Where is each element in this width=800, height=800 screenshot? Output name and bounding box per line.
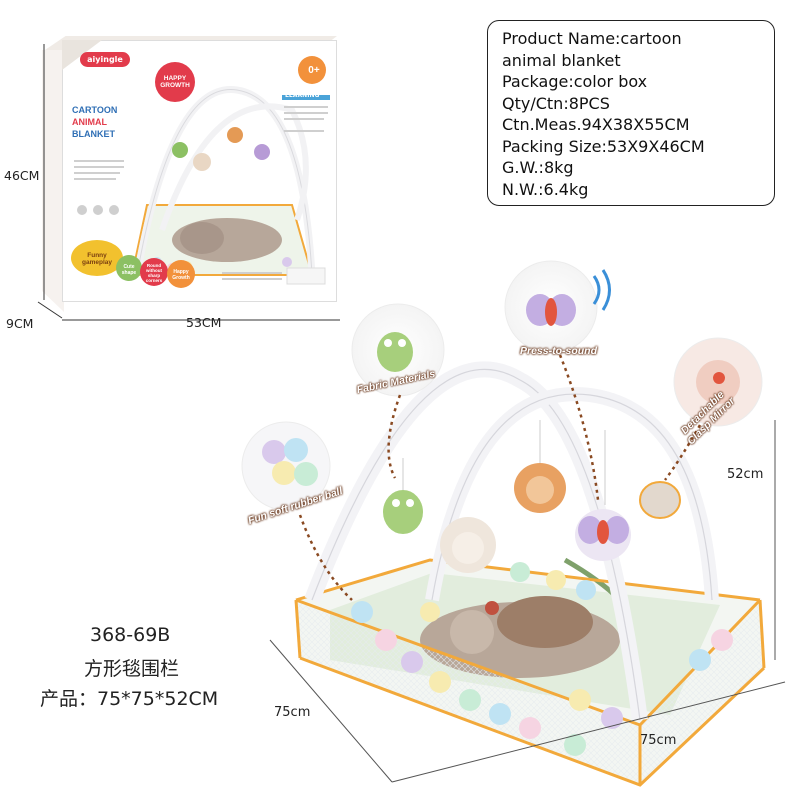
spec-line: Product Name:cartoon: [502, 29, 682, 48]
age-badge: 0+: [308, 64, 320, 76]
product-name-cn: 方形毯围栏: [84, 658, 180, 680]
cute-shape-sticker: Cute shape: [121, 264, 137, 276]
spec-line: N.W.:6.4kg: [502, 179, 589, 199]
product-size-cn: 产品：75*75*52CM: [40, 688, 219, 710]
funny-gameplay-sticker: Funny gameplay: [82, 252, 112, 266]
product-side-b-label: 75cm: [640, 733, 677, 748]
box-width-label: 53CM: [186, 315, 222, 330]
spec-card: Product Name:cartoon animal blanket Pack…: [487, 20, 775, 206]
spec-line: Qty/Ctn:8PCS: [502, 93, 610, 113]
press-to-sound-label: Press-to-sound: [520, 345, 598, 357]
brand-logo: aiyingle: [80, 52, 130, 67]
box-title-line: BLANKET: [72, 129, 115, 139]
product-height-label: 52cm: [727, 467, 764, 482]
box-title-line: ANIMAL: [72, 117, 107, 127]
box-side-face: [42, 50, 64, 312]
product-side-a-label: 75cm: [274, 705, 311, 720]
box-depth-label: 9CM: [6, 316, 34, 331]
model-number: 368-69B: [90, 624, 171, 646]
round-corners-sticker: Round without sharp corners: [145, 263, 163, 283]
learning-label: LEARNING: [285, 92, 320, 99]
spec-line: Ctn.Meas.94X38X55CM: [502, 115, 690, 134]
happy-growth-badge: HAPPY GROWTH: [160, 75, 190, 89]
spec-line: G.W.:8kg: [502, 158, 574, 177]
spec-line: Packing Size:53X9X46CM: [502, 136, 705, 156]
box-title: CARTOON ANIMAL BLANKET: [72, 104, 117, 140]
happy-growth-sticker: Happy Growth: [172, 269, 190, 281]
box-title-line: CARTOON: [72, 105, 118, 115]
spec-line: animal blanket: [502, 50, 621, 70]
box-height-label: 46CM: [4, 168, 40, 183]
spec-line: Package:color box: [502, 72, 648, 91]
box-artwork: [62, 40, 330, 288]
